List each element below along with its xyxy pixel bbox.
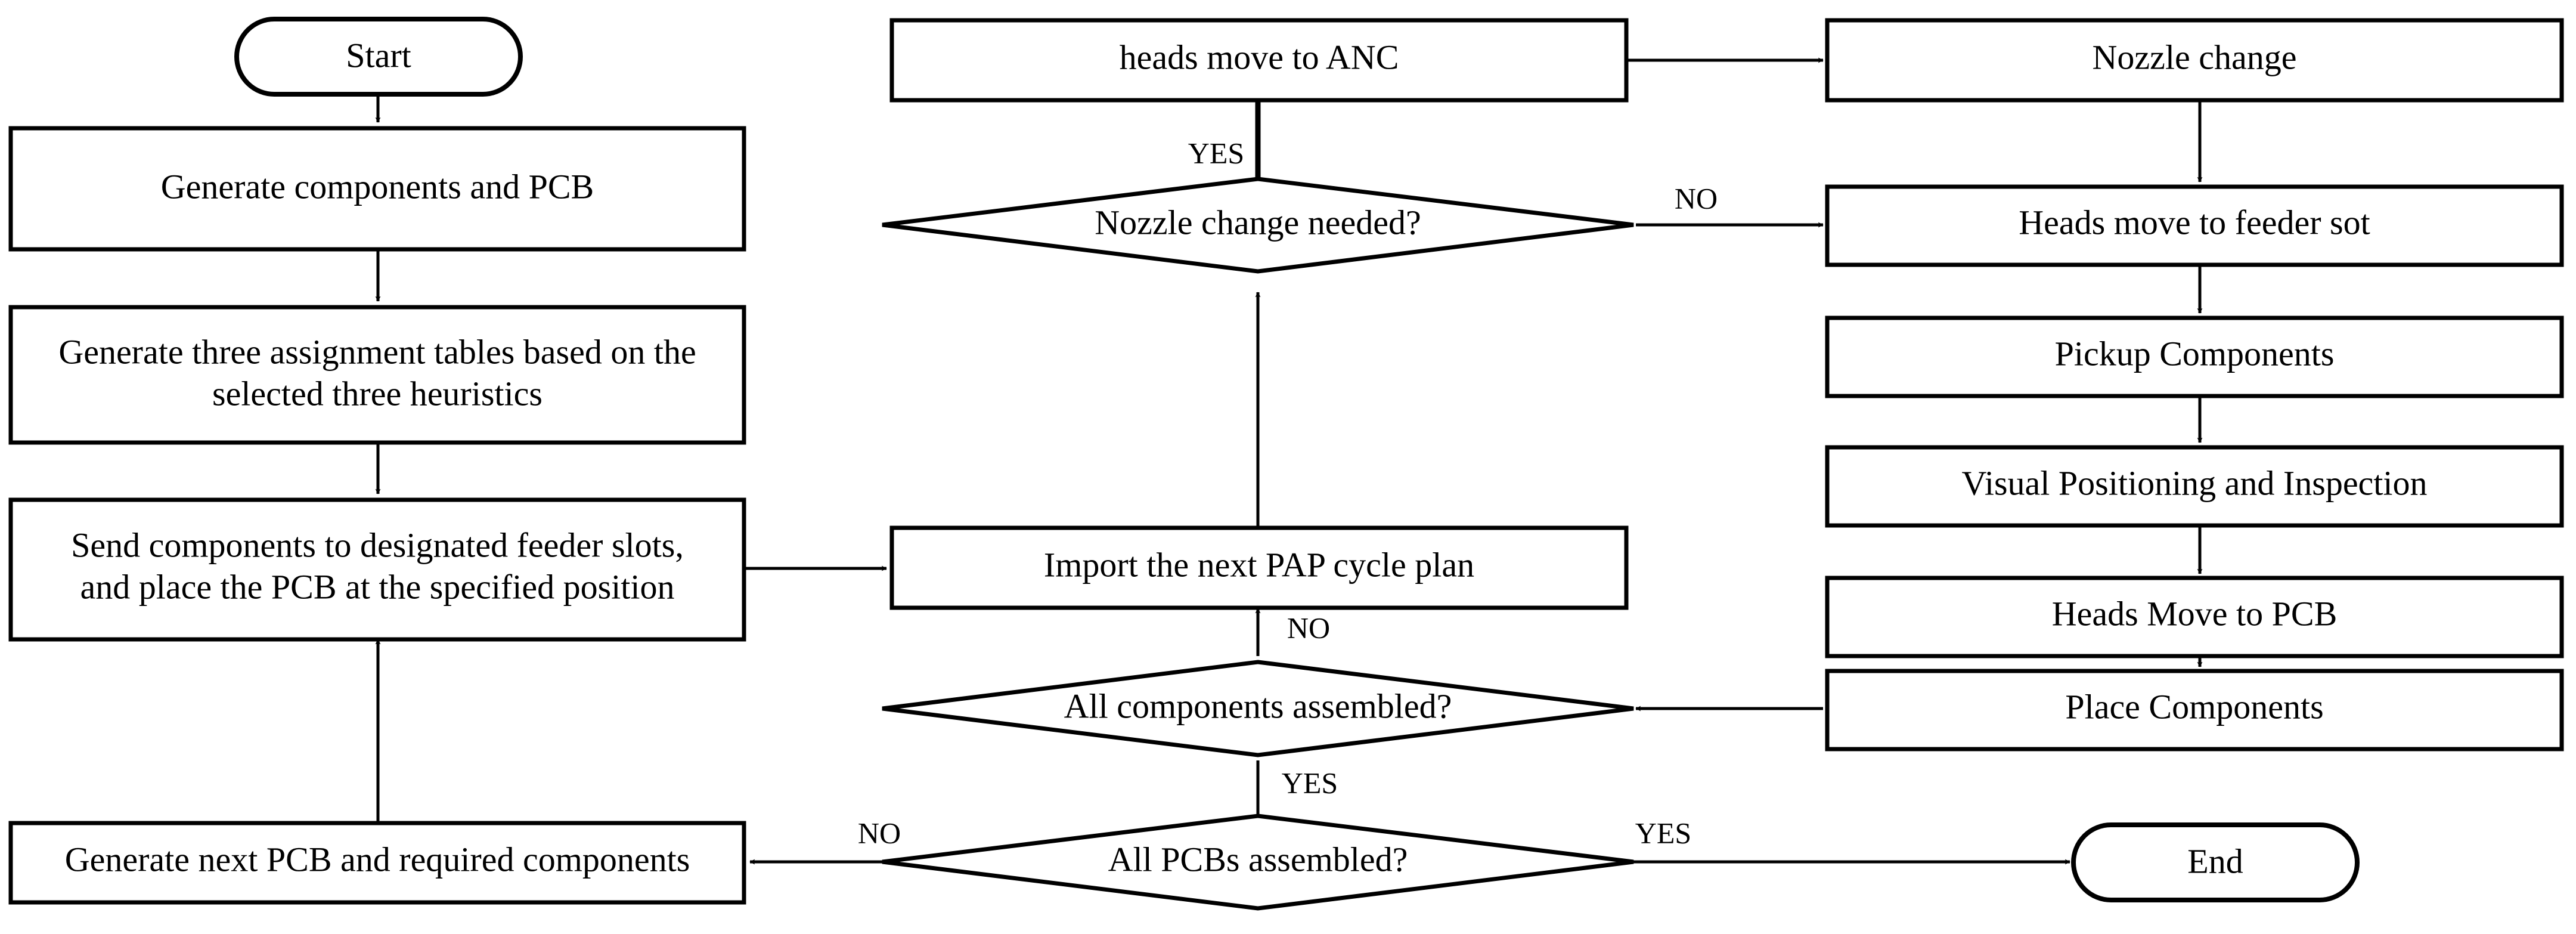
node-send-components[interactable]: Send components to designated feeder slo… <box>8 497 746 642</box>
edge-label-components-no: NO <box>1287 611 1330 644</box>
node-pickup-components[interactable]: Pickup Components <box>1825 316 2564 398</box>
node-all-components-assembled-decision[interactable]: All components assembled? <box>882 660 1634 757</box>
node-place-components[interactable]: Place Components <box>1825 669 2564 751</box>
node-start[interactable]: Start <box>234 17 523 97</box>
node-generate-components-label: Generate components and PCB <box>161 167 594 206</box>
node-place-components-label: Place Components <box>2065 687 2323 726</box>
node-all-pcbs-assembled-decision[interactable]: All PCBs assembled? <box>882 814 1634 911</box>
node-visual-positioning-label: Visual Positioning and Inspection <box>1961 463 2427 502</box>
node-heads-move-feeder[interactable]: Heads move to feeder sot <box>1825 184 2564 267</box>
node-all-pcbs-assembled-label: All PCBs assembled? <box>1108 840 1408 879</box>
edge-label-pcbs-no: NO <box>858 816 901 849</box>
node-import-pap-plan[interactable]: Import the next PAP cycle plan <box>889 525 1629 610</box>
edge-nozzle-decision-no-to-heads-move-feeder: NO <box>1636 181 1824 228</box>
node-heads-move-anc-label: heads move to ANC <box>1120 38 1399 76</box>
node-generate-components[interactable]: Generate components and PCB <box>8 126 746 252</box>
node-nozzle-change-needed-decision[interactable]: Nozzle change needed? <box>882 177 1634 274</box>
node-import-pap-plan-label: Import the next PAP cycle plan <box>1044 545 1474 584</box>
node-nozzle-change-label: Nozzle change <box>2093 38 2297 76</box>
node-end[interactable]: End <box>2071 822 2360 902</box>
edge-nozzle-decision-yes-to-heads-move-anc: YES <box>1188 100 1261 191</box>
node-visual-positioning[interactable]: Visual Positioning and Inspection <box>1825 445 2564 528</box>
node-start-label: Start <box>346 36 411 75</box>
node-heads-move-feeder-label: Heads move to feeder sot <box>2019 203 2370 242</box>
node-generate-next-pcb[interactable]: Generate next PCB and required component… <box>8 821 746 905</box>
edge-components-decision-no-to-import-plan: NO <box>1255 608 1330 656</box>
edge-label-components-yes: YES <box>1282 766 1338 799</box>
edge-components-decision-yes-to-pcbs-decision: YES <box>1255 760 1338 821</box>
node-heads-move-pcb-label: Heads Move to PCB <box>2052 594 2338 633</box>
node-nozzle-change[interactable]: Nozzle change <box>1825 18 2564 103</box>
node-end-label: End <box>2187 842 2243 880</box>
node-pickup-components-label: Pickup Components <box>2055 334 2335 373</box>
node-nozzle-change-needed-label: Nozzle change needed? <box>1095 203 1421 242</box>
edge-label-pcbs-yes: YES <box>1635 816 1691 849</box>
node-generate-assignment-tables-label-line1: Generate three assignment tables based o… <box>58 332 696 371</box>
edge-label-nozzle-yes: YES <box>1188 136 1244 169</box>
node-heads-move-pcb[interactable]: Heads Move to PCB <box>1825 576 2564 658</box>
node-generate-next-pcb-label: Generate next PCB and required component… <box>65 840 690 879</box>
node-all-components-assembled-label: All components assembled? <box>1064 686 1452 725</box>
node-send-components-label-line2: and place the PCB at the specified posit… <box>80 567 674 606</box>
node-heads-move-anc[interactable]: heads move to ANC <box>889 18 1629 103</box>
edge-label-nozzle-no: NO <box>1675 181 1718 215</box>
node-generate-assignment-tables-label-line2: selected three heuristics <box>212 374 543 413</box>
node-send-components-label-line1: Send components to designated feeder slo… <box>71 525 684 564</box>
node-generate-assignment-tables[interactable]: Generate three assignment tables based o… <box>8 305 746 445</box>
